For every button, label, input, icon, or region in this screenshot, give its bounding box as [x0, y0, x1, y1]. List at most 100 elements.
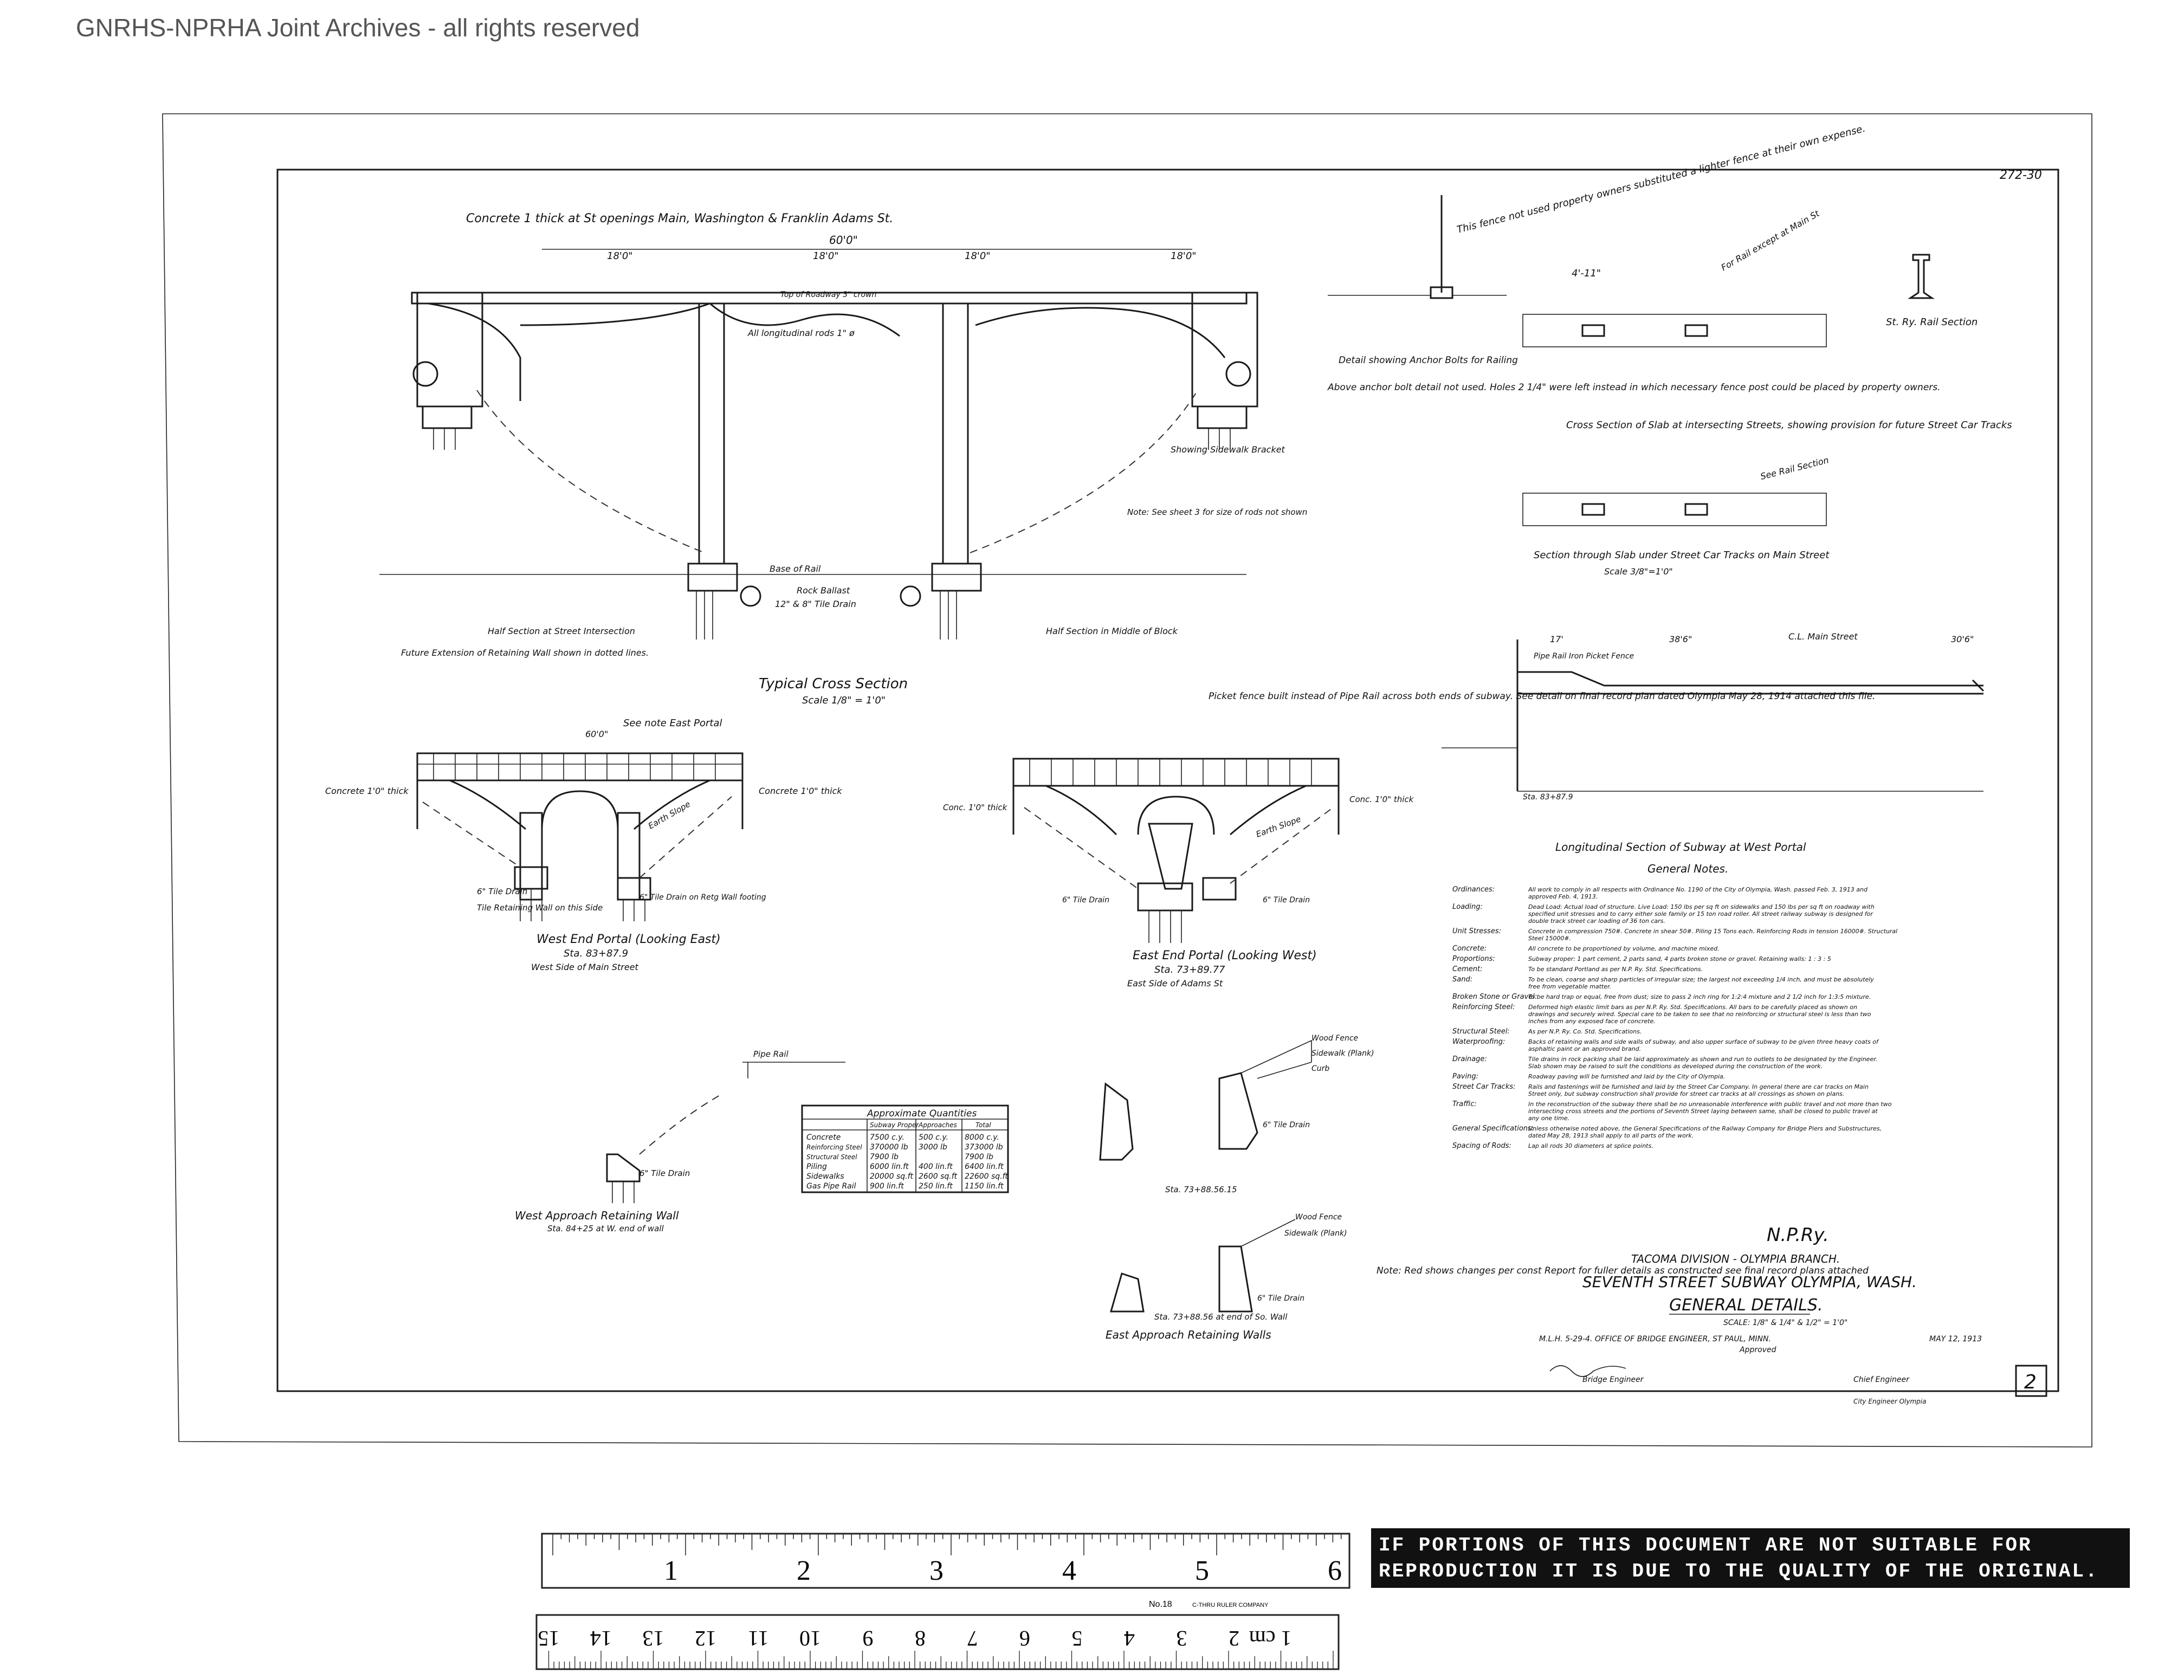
ruler-cm-label: 8 — [915, 1626, 926, 1651]
svg-text:20000 sq.ft: 20000 sq.ft — [870, 1172, 914, 1181]
west-approach: Pipe Rail 6" Tile Drain West Approach Re… — [515, 1049, 845, 1233]
svg-text:8000 c.y.: 8000 c.y. — [965, 1133, 999, 1142]
arch-3 — [520, 302, 710, 326]
ruler-inch-label: 4 — [1062, 1555, 1076, 1586]
long-title: Longitudinal Section of Subway at West P… — [1555, 841, 1806, 854]
east-approach: Wood Fence Sidewalk (Plank) Curb 6" Tile… — [1099, 1034, 1374, 1341]
svg-text:Structural Steel: Structural Steel — [806, 1153, 857, 1161]
svg-text:370000 lb: 370000 lb — [870, 1143, 908, 1152]
east-portal: Picket fence built instead of Pipe Rail … — [943, 691, 1875, 988]
slab-title-2: Section through Slab under Street Car Tr… — [1534, 550, 1830, 561]
tb-bridge-eng: Bridge Engineer — [1582, 1375, 1644, 1384]
bracket-note: Showing Sidewalk Bracket — [1171, 444, 1285, 455]
note-label: Street Car Tracks: — [1452, 1083, 1516, 1091]
deck-slab — [411, 292, 1248, 305]
fence-note-3: Above anchor bolt detail not used. Holes… — [1327, 382, 1941, 393]
span-18a: 18'0" — [607, 250, 633, 262]
engineer-signature — [1549, 1365, 1626, 1377]
sheet-ref: 272-30 — [2000, 169, 2042, 182]
ea-wood-fence: Wood Fence — [1311, 1034, 1358, 1043]
tb-sheet: GENERAL DETAILS. — [1669, 1296, 1823, 1315]
ea-title: East Approach Retaining Walls — [1106, 1328, 1271, 1341]
note-text: Subway proper: 1 part cement, 2 parts sa… — [1528, 955, 1831, 962]
ruler-cm-label: 10 — [799, 1626, 821, 1651]
svg-text:6000 lin.ft: 6000 lin.ft — [870, 1162, 909, 1171]
span-18d: 18'0" — [1171, 250, 1197, 262]
notes-title: General Notes. — [1647, 862, 1728, 875]
long-rods: All longitudinal rods 1" ø — [747, 328, 855, 338]
svg-text:2600 sq.ft: 2600 sq.ft — [919, 1172, 958, 1181]
ep-side: East Side of Adams St — [1127, 978, 1223, 988]
note-text: All concrete to be proportioned by volum… — [1528, 945, 1720, 952]
tile-drain-left — [740, 585, 761, 607]
title-block: Note: Red shows changes per const Report… — [1377, 1224, 2047, 1405]
note-text: Tile drains in rock packing shall be lai… — [1528, 1056, 1877, 1063]
note-text: free from vegetable matter. — [1528, 983, 1611, 990]
red-note: Note: Red shows changes per const Report… — [1377, 1265, 1869, 1276]
svg-text:Gas Pipe Rail: Gas Pipe Rail — [806, 1182, 856, 1191]
wa-drain: 6" Tile Drain — [639, 1168, 690, 1178]
note-text: Dead Load: Actual load of structure. Liv… — [1528, 903, 1875, 910]
drawing-border — [276, 169, 2059, 1392]
note-label: Drainage: — [1452, 1055, 1487, 1063]
wp-conc-right: Concrete 1'0" thick — [759, 786, 842, 796]
svg-text:500 c.y.: 500 c.y. — [919, 1133, 948, 1142]
half-left: Half Section at Street Intersection — [488, 626, 635, 636]
slab-dim-top: 4'-11" — [1572, 268, 1601, 279]
note-label: Spacing of Rods: — [1452, 1142, 1511, 1150]
svg-text:7500 c.y.: 7500 c.y. — [870, 1133, 904, 1142]
sheet-number-box — [2015, 1365, 2047, 1397]
column-left — [698, 302, 725, 565]
note-text: Street only, but subway construction sha… — [1528, 1090, 1844, 1097]
note-text: To be standard Portland as per N.P. Ry. … — [1528, 966, 1703, 973]
note-text: In the reconstruction of the subway ther… — [1528, 1101, 1892, 1108]
svg-text:Approaches: Approaches — [918, 1121, 957, 1129]
long-d17: 17' — [1550, 634, 1563, 644]
tb-date: MAY 12, 1913 — [1929, 1335, 1982, 1343]
west-portal: See note East Portal 60'0" Concrete 1'0"… — [325, 718, 842, 972]
ea-curb: Curb — [1311, 1064, 1329, 1073]
ep-sta: Sta. 73+89.77 — [1154, 964, 1225, 975]
svg-text:7900 lb: 7900 lb — [870, 1153, 899, 1161]
ruler-cm-label: 7 — [967, 1626, 978, 1651]
long-main-street: C.L. Main Street — [1788, 631, 1858, 642]
wp-earth-slope: Earth Slope — [647, 799, 692, 831]
ruler-cm-label: 9 — [863, 1626, 874, 1651]
quantities-table: Approximate Quantities Subway Proper App… — [801, 1104, 1009, 1193]
arch-1 — [428, 302, 521, 401]
tb-company: N.P.Ry. — [1767, 1224, 1829, 1246]
ruler-cm-label: 5 — [1072, 1626, 1083, 1651]
svg-text:250 lin.ft: 250 lin.ft — [919, 1182, 953, 1191]
note-text: Roadway paving will be furnished and lai… — [1528, 1073, 1725, 1080]
arch-2 — [709, 302, 900, 337]
ruler-cm-label: 4 — [1124, 1626, 1135, 1651]
ruler-cm-label: 15 — [538, 1626, 560, 1651]
typical-cross-section: Concrete 1 thick at St openings Main, Wa… — [379, 212, 1307, 706]
tb-scale: SCALE: 1/8" & 1/4" & 1/2" = 1'0" — [1723, 1319, 1847, 1327]
svg-text:3000 lb: 3000 lb — [919, 1143, 947, 1152]
ea-sta2: Sta. 73+88.56 at end of So. Wall — [1154, 1312, 1288, 1322]
long-d386: 38'6" — [1669, 634, 1692, 644]
wp-sta: Sta. 83+87.9 — [564, 948, 628, 959]
long-pipe-fence: Pipe Rail Iron Picket Fence — [1534, 652, 1634, 661]
note-text: To be hard trap or equal, free from dust… — [1528, 993, 1871, 1000]
rod-note: Note: See sheet 3 for size of rods not s… — [1127, 507, 1307, 517]
svg-text:Reinforcing Steel: Reinforcing Steel — [806, 1143, 862, 1151]
note-text: any one time. — [1528, 1115, 1569, 1122]
note-label: Ordinances: — [1452, 886, 1495, 894]
note-label: Sand: — [1452, 975, 1472, 984]
rail-section: St. Ry. Rail Section — [1886, 316, 1978, 328]
half-right: Half Section in Middle of Block — [1046, 626, 1178, 636]
longitudinal-section: 17' 38'6" 30'6" C.L. Main Street Pipe Ra… — [1442, 631, 1985, 854]
ea-sta1: Sta. 73+88.56.15 — [1165, 1185, 1237, 1194]
section-title: Typical Cross Section — [759, 676, 908, 692]
svg-text:22600 sq.ft: 22600 sq.ft — [965, 1172, 1009, 1181]
note-label: Traffic: — [1452, 1100, 1477, 1108]
wall-left — [416, 292, 483, 408]
street-car-note: For Rail except at Main St — [1720, 208, 1821, 273]
note-text: Rails and fastenings will be furnished a… — [1528, 1083, 1869, 1090]
fence-detail: This fence not used property owners subs… — [1327, 123, 1941, 393]
